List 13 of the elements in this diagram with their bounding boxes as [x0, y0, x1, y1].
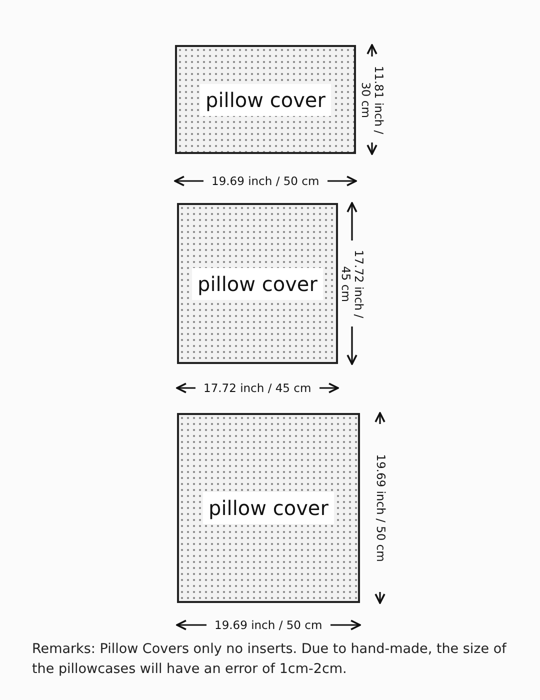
dimension-label: 17.72 inch / 45 cm: [339, 248, 364, 320]
dimension-label: 19.69 inch / 50 cm: [214, 618, 322, 632]
dimension-label: 17.72 inch / 45 cm: [204, 382, 312, 394]
box-label: pillow cover: [200, 84, 332, 116]
pillow-cover-rectangle: [177, 203, 338, 364]
box-label: pillow cover: [192, 268, 324, 300]
dimension-label: 19.69 inch / 50 cm: [212, 174, 320, 188]
box-label: pillow cover: [202, 492, 334, 524]
dimension-label: 19.69 inch / 50 cm: [374, 453, 386, 564]
dimension-label: 11.81 inch / 30 cm: [359, 64, 384, 136]
remarks-note: Remarks: Pillow Covers only no inserts. Due to hand-made, the size of the pillowcases will have an error of 1cm-2cm.: [32, 640, 508, 679]
pillow-cover-rectangle: [177, 413, 360, 603]
pillow-cover-rectangle: [175, 45, 356, 154]
